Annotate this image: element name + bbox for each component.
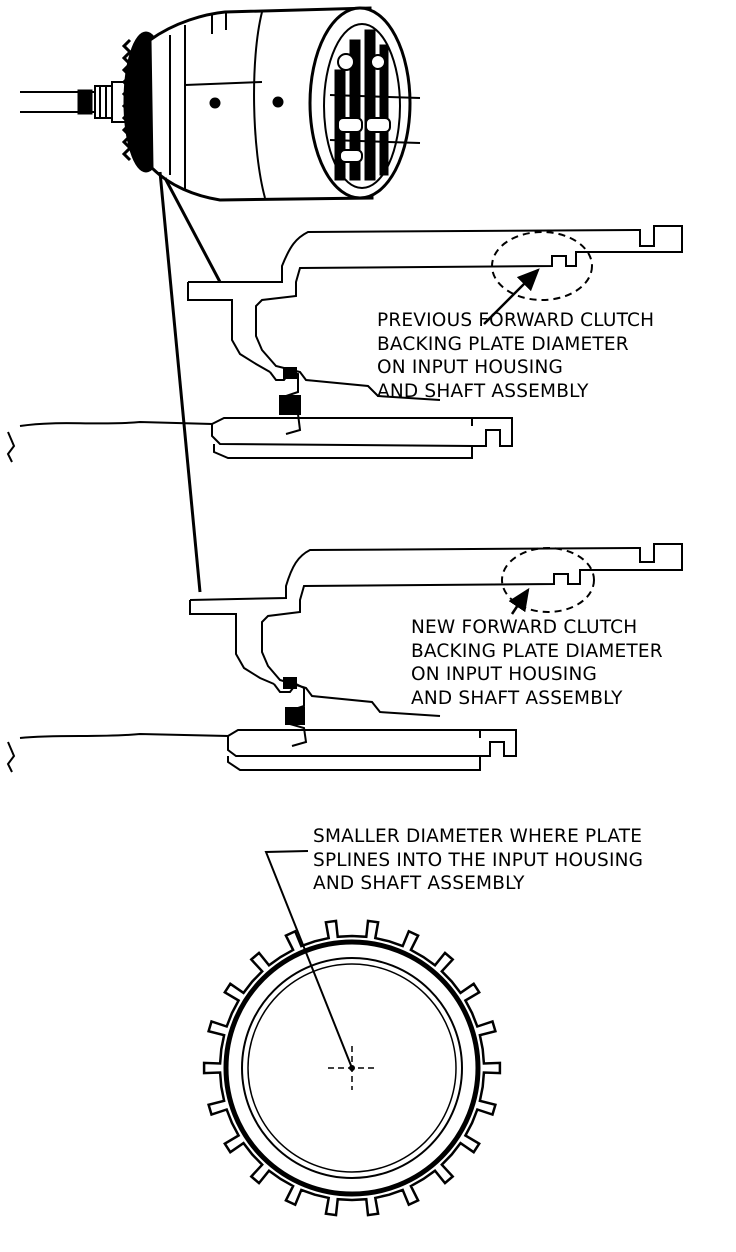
center-dot bbox=[349, 1065, 355, 1071]
new-housing-cross-section bbox=[6, 543, 683, 773]
callout-line: BACKING PLATE DIAMETER bbox=[411, 640, 663, 662]
smaller-diameter-callout: SMALLER DIAMETER WHERE PLATE SPLINES INT… bbox=[313, 825, 643, 896]
callout-line: AND SHAFT ASSEMBLY bbox=[377, 380, 589, 402]
callout-line: AND SHAFT ASSEMBLY bbox=[313, 873, 525, 894]
input-housing-assembly-illustration bbox=[20, 6, 421, 202]
callout-line: ON INPUT HOUSING bbox=[377, 357, 564, 378]
previous-backing-plate-callout: PREVIOUS FORWARD CLUTCH BACKING PLATE DI… bbox=[377, 309, 654, 403]
callout-line: BACKING PLATE DIAMETER bbox=[377, 333, 629, 355]
smaller-diameter-leader bbox=[264, 850, 353, 1069]
callout-line: NEW FORWARD CLUTCH bbox=[411, 617, 638, 638]
new-diameter-highlight bbox=[501, 547, 595, 613]
callout-line: SMALLER DIAMETER WHERE PLATE bbox=[313, 826, 643, 847]
reference-leader-lines bbox=[158, 171, 222, 593]
previous-housing-cross-section bbox=[6, 225, 683, 463]
callout-line: SPLINES INTO THE INPUT HOUSING bbox=[313, 849, 644, 871]
housing-open-face bbox=[308, 6, 421, 200]
previous-callout-arrow bbox=[483, 268, 540, 325]
callout-line: AND SHAFT ASSEMBLY bbox=[411, 687, 623, 709]
new-backing-plate-callout: NEW FORWARD CLUTCH BACKING PLATE DIAMETE… bbox=[411, 616, 663, 710]
previous-diameter-highlight bbox=[491, 231, 593, 301]
new-callout-arrow bbox=[508, 587, 530, 615]
callout-line: PREVIOUS FORWARD CLUTCH bbox=[377, 310, 655, 331]
callout-line: ON INPUT HOUSING bbox=[411, 664, 598, 685]
input-shaft bbox=[20, 81, 129, 123]
